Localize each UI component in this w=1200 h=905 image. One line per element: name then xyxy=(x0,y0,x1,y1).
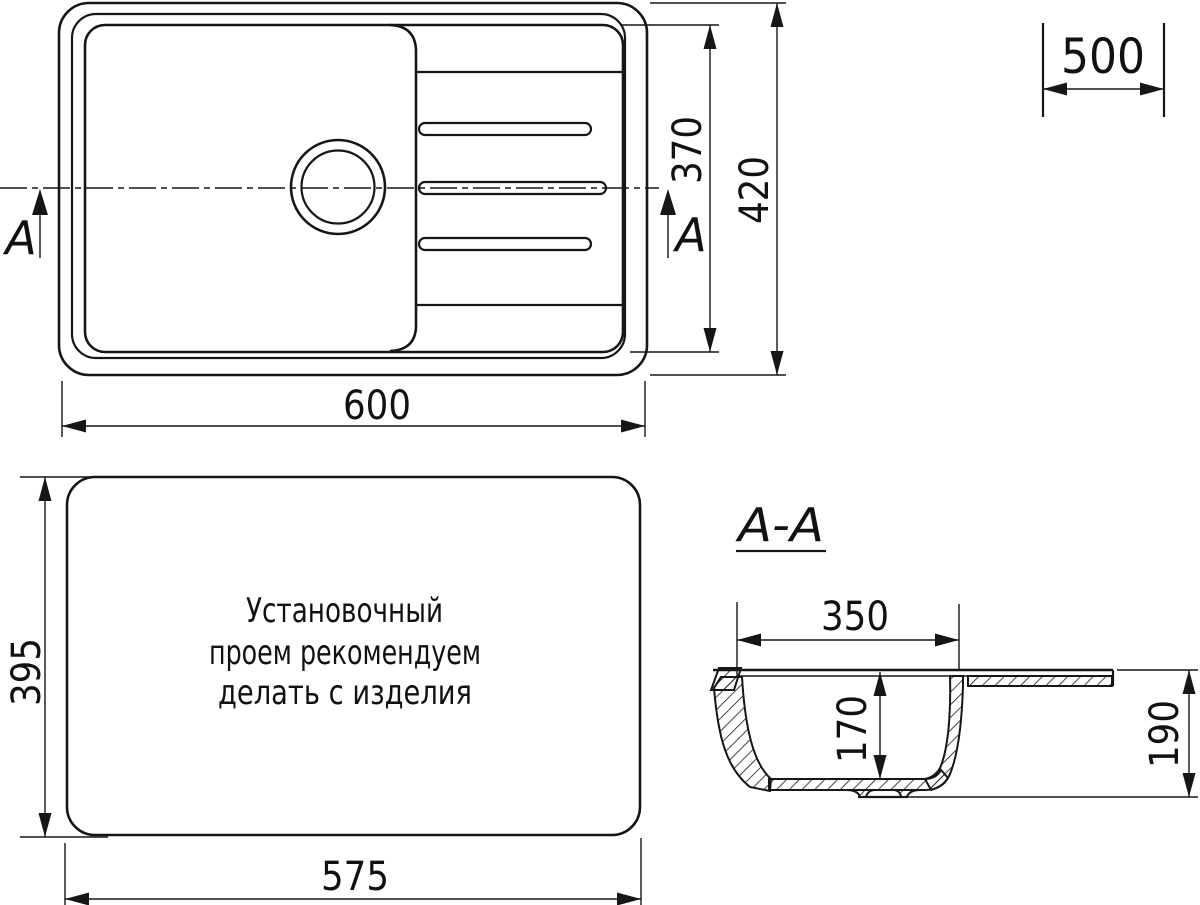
section-left-wall xyxy=(712,676,773,793)
section-title: A-A xyxy=(735,498,824,552)
drainboard-rib-top xyxy=(417,121,593,137)
section-right-wall xyxy=(923,675,964,792)
section-marker-right: A xyxy=(660,189,707,262)
dimension-190: 190 xyxy=(1142,670,1196,797)
dim-420-label: 420 xyxy=(732,156,778,224)
dimension-170: 170 xyxy=(830,672,887,779)
section-label-a-left: A xyxy=(2,211,36,265)
dim-190-label: 190 xyxy=(1142,700,1188,768)
dimension-395: 395 xyxy=(4,476,108,838)
sink-rim-outline xyxy=(70,12,627,360)
dim-370-label: 370 xyxy=(665,116,711,184)
top-view: A A 370 420 xyxy=(0,1,1166,437)
drainboard-rib-bottom xyxy=(417,236,593,252)
drain-hole-outer xyxy=(289,138,387,236)
sink-outer-outline xyxy=(57,1,649,377)
dim-575-label: 575 xyxy=(321,854,389,900)
section-view: A-A 350 170 xyxy=(709,498,1198,799)
dim-170-label: 170 xyxy=(830,695,876,763)
bottom-view: Установочный проем рекомендуем делать с … xyxy=(4,475,642,905)
drain-hole-inner xyxy=(300,149,376,225)
section-right-flange xyxy=(967,675,1113,687)
dimension-600: 600 xyxy=(61,381,646,437)
bottom-outline xyxy=(65,475,642,837)
installation-note-line-2: проем рекомендуем xyxy=(209,633,481,673)
section-bottom-slab xyxy=(768,768,950,791)
dimension-500: 500 xyxy=(1041,23,1166,117)
installation-note-line-3: делать с изделия xyxy=(218,673,472,713)
section-label-a-right: A xyxy=(672,208,706,262)
dim-395-label: 395 xyxy=(4,638,50,706)
dim-600-label: 600 xyxy=(343,383,411,429)
dim-350-label: 350 xyxy=(821,594,889,640)
installation-note-line-1: Установочный xyxy=(246,591,443,631)
section-marker-left: A xyxy=(2,189,48,265)
dimension-575: 575 xyxy=(64,838,642,905)
dimension-370: 370 xyxy=(620,24,719,353)
dim-500-label: 500 xyxy=(1061,29,1145,85)
dimension-420: 420 xyxy=(650,2,786,376)
dimension-350: 350 xyxy=(736,594,960,676)
bowl-divider xyxy=(389,23,418,353)
